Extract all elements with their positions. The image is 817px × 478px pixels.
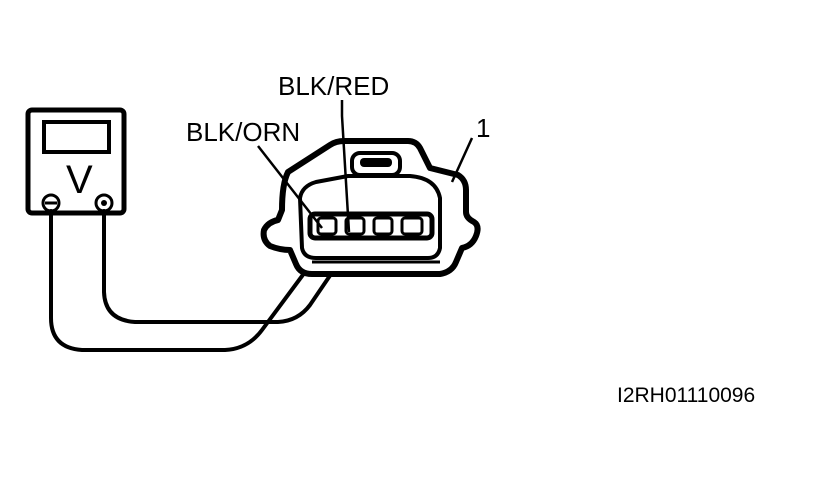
figure-code: I2RH01110096 bbox=[617, 384, 755, 407]
positive-test-lead bbox=[102, 209, 346, 324]
label-callout-1: 1 bbox=[476, 113, 490, 143]
label-blk-red: BLK/RED bbox=[278, 71, 389, 101]
connector-lock-slot bbox=[360, 158, 392, 167]
terminal-pin-2 bbox=[344, 216, 366, 236]
callout-1-leader bbox=[450, 137, 474, 183]
positive-terminal bbox=[94, 193, 114, 213]
blk-red-leader bbox=[340, 100, 351, 233]
terminal-pin-4 bbox=[400, 216, 424, 236]
connector bbox=[260, 138, 481, 277]
terminal-pin-1 bbox=[316, 216, 338, 236]
blk-orn-leader bbox=[257, 145, 323, 229]
voltmeter: V bbox=[25, 107, 127, 216]
label-blk-orn: BLK/ORN bbox=[186, 117, 300, 147]
voltmeter-display bbox=[42, 120, 111, 154]
terminal-pin-3 bbox=[372, 216, 394, 236]
negative-test-lead bbox=[49, 209, 310, 352]
voltmeter-symbol: V bbox=[66, 158, 93, 202]
negative-terminal bbox=[41, 193, 61, 213]
leader-lines bbox=[257, 100, 474, 233]
